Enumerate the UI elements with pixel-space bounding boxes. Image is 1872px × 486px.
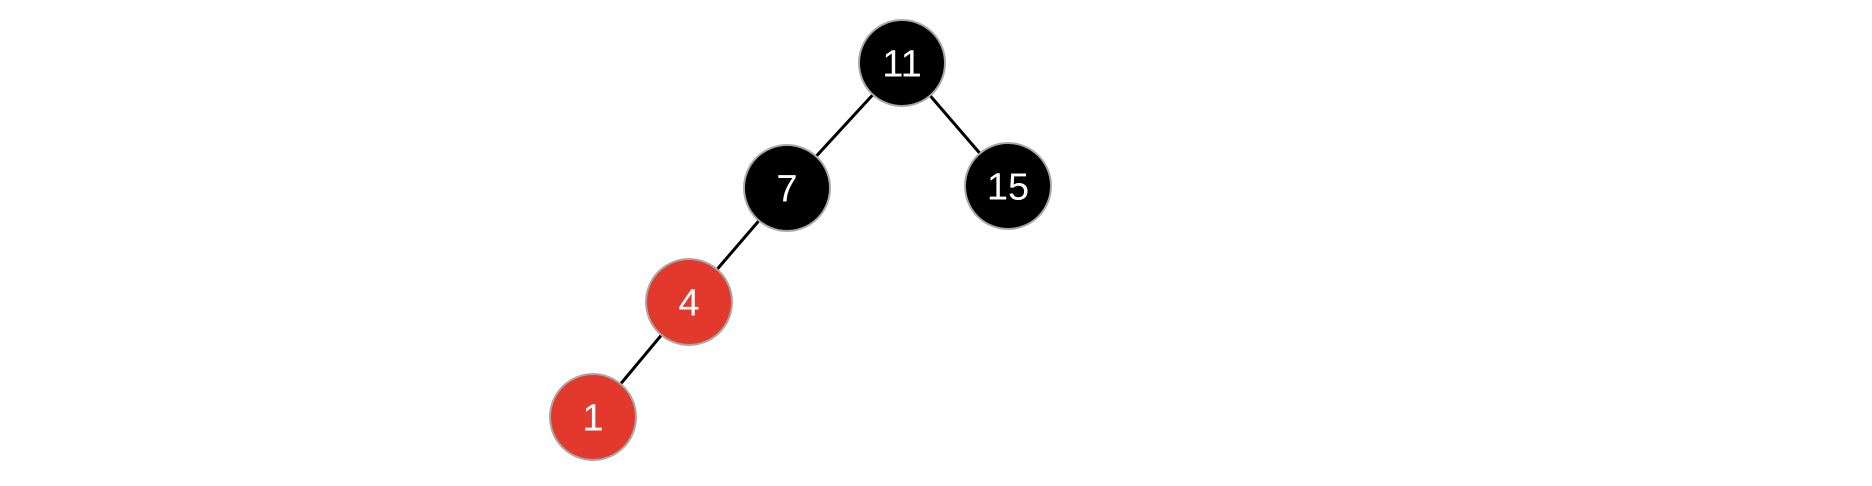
tree-node-1: 1 [549, 373, 637, 461]
tree-node-4: 4 [645, 258, 733, 346]
tree-node-11: 11 [858, 19, 946, 107]
tree-node-7: 7 [743, 144, 831, 232]
tree-node-circle-11 [858, 19, 946, 107]
tree-node-circle-1 [549, 373, 637, 461]
tree-edges-layer [591, 61, 1010, 418]
tree-nodes-layer: 11 7 15 41 [549, 19, 1052, 461]
tree-node-circle-15 [964, 142, 1052, 230]
tree-node-circle-7 [743, 144, 831, 232]
tree-node-circle-4 [645, 258, 733, 346]
tree-node-15: 15 [964, 142, 1052, 230]
